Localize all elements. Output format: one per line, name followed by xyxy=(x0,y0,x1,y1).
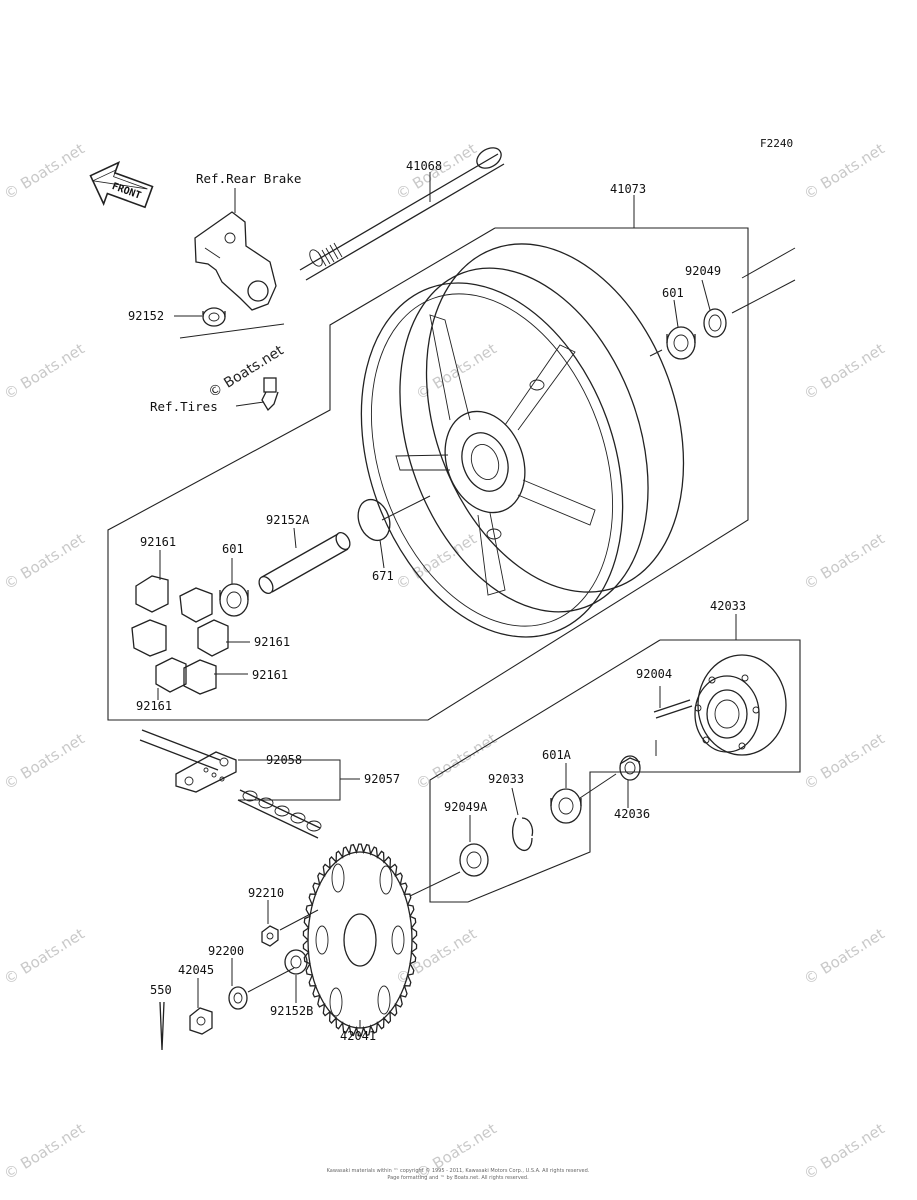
watermark-text: © Boats.net xyxy=(801,140,888,204)
label-41068: 41068 xyxy=(406,159,442,173)
watermark-text: © Boats.net xyxy=(801,925,888,989)
axle-41068 xyxy=(299,147,505,281)
label-92161-d: 92161 xyxy=(136,699,172,713)
chain-joint-92058 xyxy=(175,751,237,793)
label-42036: 42036 xyxy=(614,807,650,821)
watermark-text: © Boats.net xyxy=(393,925,480,989)
nut-92210 xyxy=(261,925,279,947)
label-601A: 601A xyxy=(542,748,572,762)
o-ring-671 xyxy=(357,498,391,542)
circlip-92033 xyxy=(511,817,534,852)
ref-tires: Ref.Tires xyxy=(150,399,218,414)
label-601-top: 601 xyxy=(662,286,684,300)
wheel-41073 xyxy=(360,243,685,638)
collar-42036 xyxy=(619,755,641,781)
label-42033: 42033 xyxy=(710,599,746,613)
sprocket-teeth-outline xyxy=(302,843,418,1037)
collar-92152B xyxy=(284,949,308,975)
copyright-line-1: Kawasaki materials within ™ copyright © … xyxy=(327,1167,590,1174)
label-92004: 92004 xyxy=(636,667,672,681)
drive-chain xyxy=(139,729,322,839)
label-601-left: 601 xyxy=(222,542,244,556)
watermark-text: © Boats.net xyxy=(413,730,500,794)
collar-92152 xyxy=(202,307,226,327)
watermark-text: © Boats.net xyxy=(1,1120,88,1184)
part-labels: Ref.Rear Brake Ref.Tires 41068 41073 920… xyxy=(128,159,746,1043)
bearing-601-top xyxy=(666,326,696,360)
label-550: 550 xyxy=(150,983,172,997)
rear-brake-bracket xyxy=(194,211,277,311)
watermark-text: © Boats.net xyxy=(801,1120,888,1184)
watermark-text: © Boats.net xyxy=(1,925,88,989)
label-92161-c: 92161 xyxy=(252,668,288,682)
cotter-pin-550 xyxy=(159,1001,165,1051)
diagram-code: F2240 xyxy=(760,137,793,150)
stud-92004 xyxy=(653,686,693,719)
ref-rear-brake: Ref.Rear Brake xyxy=(196,171,301,186)
seal-92049A xyxy=(459,843,489,877)
watermark-text: © Boats.net xyxy=(1,530,88,594)
label-41073: 41073 xyxy=(610,182,646,196)
watermark-text: © Boats.net xyxy=(1,140,88,204)
bearing-601A xyxy=(550,788,582,824)
watermark-layer: © Boats.net © Boats.net © Boats.net © Boats… xyxy=(1,140,888,1184)
dampers-92161 xyxy=(131,575,229,695)
label-92057: 92057 xyxy=(364,772,400,786)
sprocket-hub-42033 xyxy=(694,654,787,756)
label-92152A: 92152A xyxy=(266,513,310,527)
label-92152: 92152 xyxy=(128,309,164,323)
seal-92049 xyxy=(703,308,727,338)
label-92049: 92049 xyxy=(685,264,721,278)
sprocket-42041 xyxy=(302,843,418,1037)
label-92161-a: 92161 xyxy=(140,535,176,549)
watermark-text: © Boats.net xyxy=(801,730,888,794)
label-42041: 42041 xyxy=(340,1029,376,1043)
watermark-text: © Boats.net xyxy=(413,340,500,404)
label-92161-b: 92161 xyxy=(254,635,290,649)
tire-valve xyxy=(261,377,279,412)
label-92152B: 92152B xyxy=(270,1004,313,1018)
label-92058: 92058 xyxy=(266,753,302,767)
label-671: 671 xyxy=(372,569,394,583)
collar-92152A xyxy=(258,531,351,595)
watermark-text: © Boats.net xyxy=(1,340,88,404)
sprocket-hub-frame xyxy=(429,639,801,903)
copyright-line-2: Page formatting and ™ by Boats.net. All … xyxy=(387,1175,529,1181)
front-arrow-icon: FRONT xyxy=(89,160,154,209)
label-42045: 42045 xyxy=(178,963,214,977)
label-92033: 92033 xyxy=(488,772,524,786)
wheel-assembly-frame xyxy=(107,227,749,721)
watermark-text: © Boats.net xyxy=(801,340,888,404)
bearing-601-left xyxy=(219,583,249,617)
watermark-text: © Boats.net xyxy=(801,530,888,594)
label-92210: 92210 xyxy=(248,886,284,900)
washer-92200 xyxy=(228,986,248,1010)
label-92049A: 92049A xyxy=(444,800,488,814)
watermark-text: © Boats.net xyxy=(1,730,88,794)
label-92200: 92200 xyxy=(208,944,244,958)
nut-42045 xyxy=(189,1007,213,1035)
